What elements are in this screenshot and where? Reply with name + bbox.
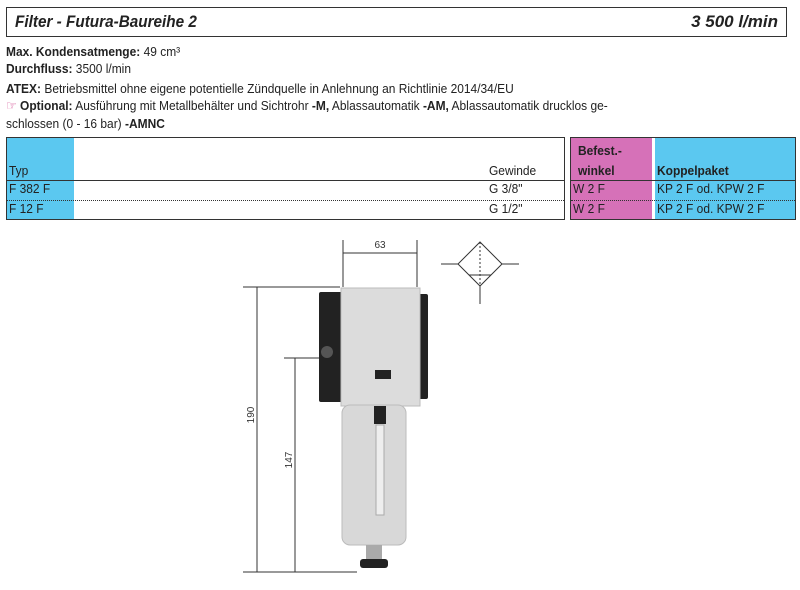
spec-atex: ATEX: Betriebsmittel ohne eigene potenti… — [6, 81, 514, 96]
koppel-column-bg — [655, 138, 795, 219]
value: 49 cm³ — [143, 44, 181, 59]
header-typ: Typ — [9, 163, 29, 178]
row-1-typ: F 382 F — [9, 181, 51, 196]
label: ATEX: — [6, 81, 42, 96]
row-divider — [7, 200, 564, 201]
width-dimension-label: 63 — [374, 240, 386, 251]
port-height-dimension-label: 147 — [284, 451, 295, 468]
value: Betriebsmittel ohne eigene potentielle Z… — [44, 81, 514, 96]
winkel-column-bg — [571, 138, 652, 219]
row-2-winkel: W 2 F — [573, 201, 605, 216]
row-1-koppel: KP 2 F od. KPW 2 F — [657, 181, 765, 196]
code: -AMNC — [125, 116, 165, 131]
header-gewinde: Gewinde — [489, 163, 537, 178]
filter-product-image — [319, 287, 428, 568]
value: 3500 l/min — [75, 61, 131, 76]
code: -AM, — [422, 98, 449, 113]
spec-optional: ☞ Optional: Ausführung mit Metallbehälte… — [6, 98, 608, 114]
header-divider — [7, 180, 564, 181]
text: Ausführung mit Metallbehälter und Sichtr… — [75, 98, 309, 113]
row-1-winkel: W 2 F — [573, 181, 605, 196]
dimension-lines — [243, 240, 418, 573]
text: Ablassautomatik — [331, 98, 420, 113]
page-title: Filter - Futura-Baureihe 2 — [15, 12, 197, 31]
height-dimension-label: 190 — [246, 406, 257, 423]
spec-durchfluss: Durchfluss: 3500 l/min — [6, 61, 131, 76]
pointing-hand-icon: ☞ — [6, 98, 17, 113]
header-befest: Befest.- — [578, 143, 622, 158]
header-winkel: winkel — [578, 163, 615, 178]
header-koppelpaket: Koppelpaket — [657, 163, 729, 178]
filter-symbol-icon — [441, 241, 519, 304]
product-drawing: 63 190 147 — [243, 240, 519, 573]
row-2-gewinde: G 1/2" — [489, 201, 523, 216]
accessory-table: Befest.- winkel Koppelpaket W 2 F KP 2 F… — [570, 137, 796, 220]
product-table: Typ Gewinde F 382 F G 3/8" F 12 F G 1/2" — [6, 137, 565, 220]
text: schlossen (0 - 16 bar) — [6, 116, 122, 131]
row-1-gewinde: G 3/8" — [489, 181, 523, 196]
spec-optional-cont: schlossen (0 - 16 bar) -AMNC — [6, 116, 165, 131]
row-2-typ: F 12 F — [9, 201, 44, 216]
label: Max. Kondensatmenge: — [6, 44, 141, 59]
code: -M, — [311, 98, 330, 113]
label: Optional: — [20, 98, 73, 113]
label: Durchfluss: — [6, 61, 73, 76]
row-divider — [571, 200, 795, 201]
row-2-koppel: KP 2 F od. KPW 2 F — [657, 201, 765, 216]
header-divider — [571, 180, 795, 181]
spec-kondensat: Max. Kondensatmenge: 49 cm³ — [6, 44, 180, 59]
title-box: Filter - Futura-Baureihe 2 3 500 l/min — [6, 7, 787, 37]
text: Ablassautomatik drucklos ge- — [451, 98, 608, 113]
typ-column-bg — [7, 138, 74, 219]
flow-rate-title: 3 500 l/min — [691, 12, 778, 31]
